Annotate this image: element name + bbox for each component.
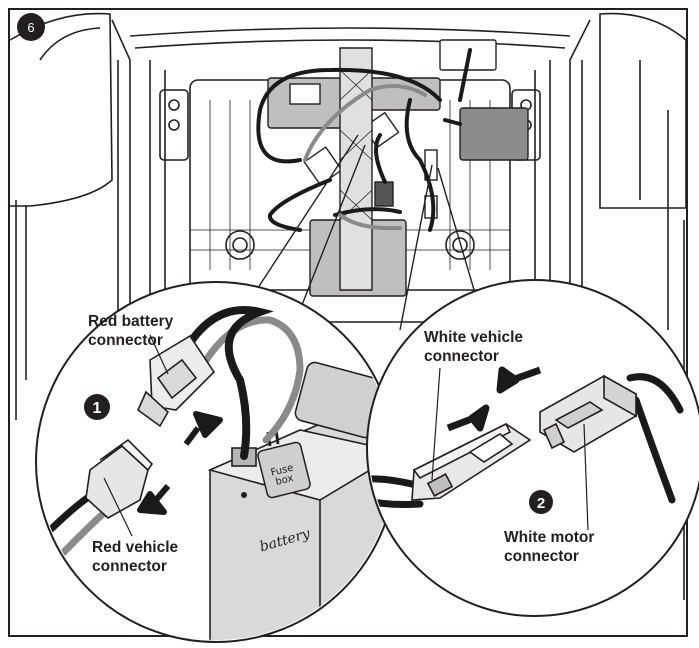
- pointer-white-motor: [583, 423, 589, 531]
- red-battery-connector-wires: [176, 306, 304, 460]
- pointer-white-vehicle: [431, 367, 441, 481]
- pointer-red-vehicle: [103, 477, 133, 537]
- label-red-vehicle-connector: Red vehicle connector: [92, 539, 179, 575]
- zoom-leader-lines: [249, 134, 481, 331]
- tub-components: [267, 39, 529, 297]
- arrow-toward-vehicle-connector: [496, 366, 542, 394]
- step-badge: [17, 13, 45, 41]
- red-vehicle-connector: [85, 438, 154, 519]
- label-red-battery-connector: Red battery connector: [88, 313, 174, 349]
- arrow-toward-battery: [183, 411, 223, 446]
- white-motor-connector-wires: [626, 373, 684, 504]
- vehicle-body: [9, 12, 687, 600]
- arrow-toward-connector: [137, 484, 171, 515]
- label-white-motor-connector: White motor connector: [504, 529, 595, 565]
- tub-wires-gray: [303, 84, 427, 231]
- label-white-vehicle-connector: White vehicle connector: [424, 329, 524, 365]
- tub-wires: [256, 48, 472, 232]
- red-battery-connector: [137, 334, 216, 428]
- white-motor-connector: [539, 374, 637, 453]
- callout-badge-1: [84, 394, 110, 420]
- arrow-toward-motor-connector: [446, 404, 490, 432]
- callout-number-2: 2: [537, 495, 545, 512]
- white-vehicle-connector: [411, 422, 532, 501]
- step-number: 6: [27, 20, 34, 35]
- pointer-red-battery: [149, 334, 169, 375]
- callout-badge-2: [529, 490, 553, 514]
- callout-number-1: 1: [93, 400, 102, 417]
- right-detail-circle: [366, 279, 699, 617]
